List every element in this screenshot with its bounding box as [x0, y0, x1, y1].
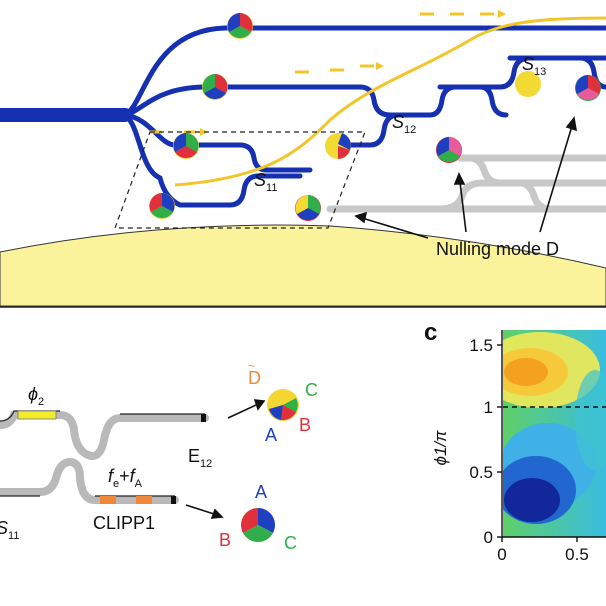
x-tick-label: 0.5 [565, 545, 589, 564]
state-top-c: C [305, 380, 318, 400]
switch-label-s12: S12 [392, 112, 416, 136]
nulling-mode-label: Nulling mode D [436, 239, 559, 259]
state-top [267, 389, 299, 421]
electrode-2 [136, 496, 152, 504]
x-tick-label: 0 [497, 545, 506, 564]
y-tick-label: 0 [484, 528, 493, 547]
heatmap [503, 330, 606, 537]
state-bottom-b: B [219, 530, 231, 550]
grey-waveguides [326, 154, 606, 213]
nulling-arrows [354, 116, 578, 239]
blue-waveguides [0, 25, 606, 208]
mode-sphere [202, 74, 228, 100]
state-top-d: D [248, 368, 261, 388]
y-tick-label: 1 [484, 398, 493, 417]
state-top-a: A [265, 425, 277, 445]
state-bottom [241, 508, 275, 542]
chip-substrate [0, 224, 606, 307]
mode-spheres [149, 13, 601, 221]
mode-sphere [227, 13, 253, 39]
y-tick-label: 1.5 [469, 336, 493, 355]
waveguide-end-1 [201, 414, 206, 422]
mode-sphere [173, 133, 199, 159]
waveguide-end-2 [171, 496, 176, 504]
x-ticks [501, 537, 578, 542]
switch-label-s13: S13 [522, 54, 546, 78]
panel-c: c 1.5 1 0.5 0 0 0.5 ϕ1/π [424, 319, 606, 564]
mode-sphere [149, 193, 175, 219]
dashed-region [114, 131, 366, 229]
mode-sphere [575, 75, 601, 101]
switch-label-s11: S11 [254, 170, 277, 194]
y-ticks [497, 344, 502, 538]
mode-sphere [515, 71, 541, 97]
panel-c-letter: c [424, 319, 437, 346]
state-top-b: B [299, 415, 311, 435]
state-bottom-c: C [284, 533, 297, 553]
mode-sphere [436, 137, 462, 163]
y-tick-label: 0.5 [469, 463, 493, 482]
mode-sphere [325, 133, 351, 159]
top-panel: S11 S12 S13 Nulling mode D [0, 10, 606, 308]
bottom-left-panel: ϕ2 fe+fA CLIPP1 E12 S11 D ~ C B A A B C [0, 359, 318, 553]
phase-shifter [17, 410, 57, 420]
phase-label: ϕ2 [28, 384, 44, 408]
grey-circuit [0, 411, 209, 504]
y-axis-label: ϕ1/π [431, 430, 450, 466]
freq-label: fe+fA [108, 466, 143, 490]
output-arrows [185, 399, 266, 519]
switch-label-partial: S11 [0, 518, 19, 542]
clipp-label: CLIPP1 [93, 513, 155, 533]
tilde-mark: ~ [248, 359, 255, 373]
output-label-e12: E12 [188, 446, 212, 470]
electrode-1 [100, 496, 116, 504]
state-bottom-a: A [255, 482, 267, 502]
mode-sphere [295, 195, 321, 221]
